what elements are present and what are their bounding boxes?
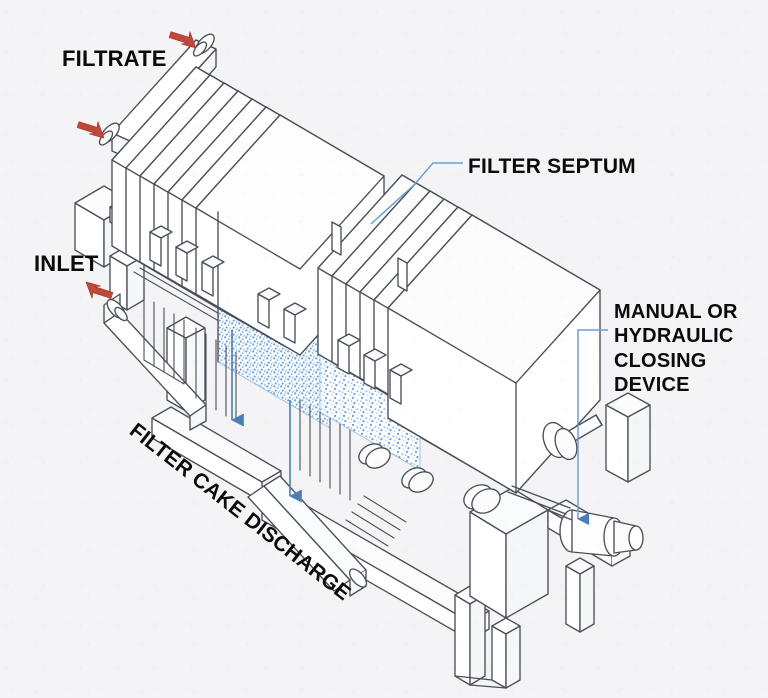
follower-end-plate xyxy=(387,214,601,494)
roller-bosses xyxy=(358,443,501,514)
lower-front-ribs xyxy=(345,495,407,547)
leader-lines xyxy=(370,162,608,526)
closing-line-3: CLOSING xyxy=(614,349,707,372)
mid-drain-ribs xyxy=(299,399,351,501)
inlet-pipe xyxy=(103,293,207,431)
closing-line-4: DEVICE xyxy=(614,374,690,397)
left-drain-ribs xyxy=(143,295,237,423)
label-filtrate: FILTRATE xyxy=(62,46,167,71)
label-inlet: INLET xyxy=(34,251,99,276)
plate-hanger-lugs xyxy=(149,221,413,405)
label-filter-septum: FILTER SEPTUM xyxy=(468,155,636,178)
septum-leader-line xyxy=(370,162,463,225)
cake-discharge-arrows xyxy=(231,330,302,503)
filtrate-nozzle-top xyxy=(192,33,215,57)
closing-line-1: MANUAL OR xyxy=(614,301,738,323)
hydraulic-ram-cylinder xyxy=(559,509,644,557)
closing-device-leader-line xyxy=(577,329,608,526)
closing-line-2: HYDRAULIC xyxy=(614,325,734,348)
closing-device xyxy=(507,392,651,557)
screw-hub xyxy=(542,421,578,461)
filtrate-nozzle-lower xyxy=(98,122,120,146)
inlet-nozzle xyxy=(106,298,128,322)
